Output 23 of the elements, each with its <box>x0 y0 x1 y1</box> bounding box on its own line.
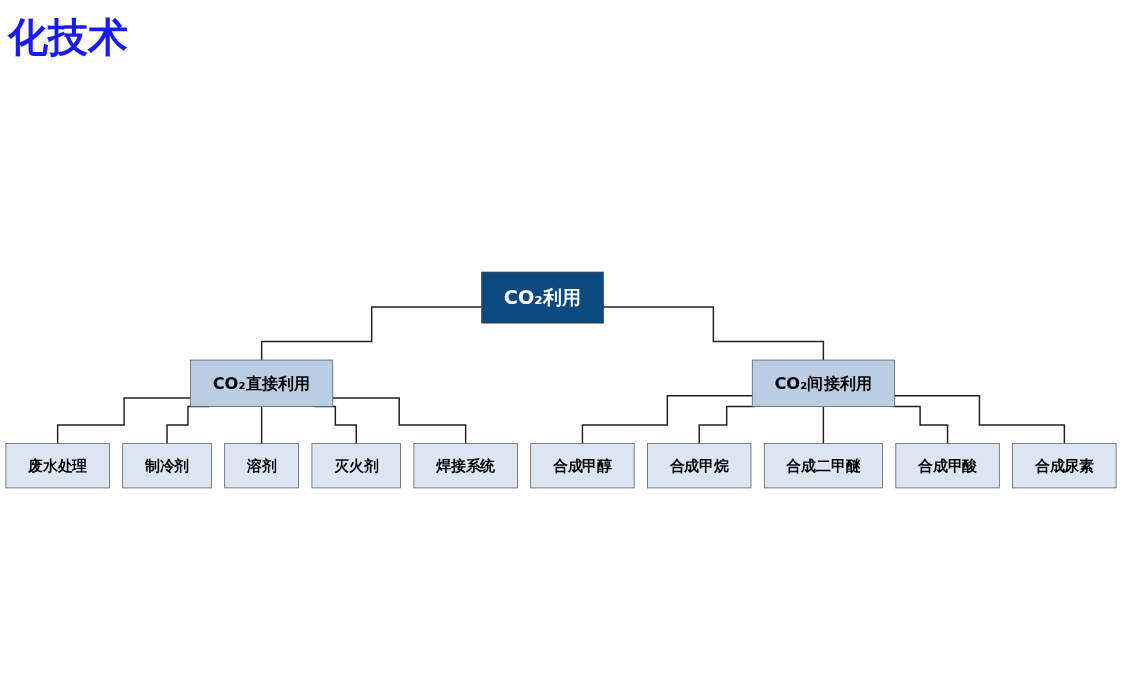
connector <box>698 405 755 445</box>
connector <box>260 306 483 361</box>
node-box: CO₂间接利用 <box>751 359 895 407</box>
node-box: 合成尿素 <box>1012 443 1117 489</box>
connector <box>602 306 825 361</box>
connector <box>332 397 467 445</box>
node-box: 合成甲醇 <box>530 443 635 489</box>
connector <box>581 394 753 445</box>
node-box: 合成甲酸 <box>895 443 1000 489</box>
node-box: 合成甲烷 <box>647 443 752 489</box>
node-box: 溶剂 <box>224 443 299 489</box>
node-box: 废水处理 <box>5 443 110 489</box>
connector <box>893 394 1066 445</box>
node-box: 灭火剂 <box>311 443 401 489</box>
connector <box>56 397 192 445</box>
connector <box>260 405 263 445</box>
node-box: CO₂利用 <box>481 271 604 324</box>
node-box: 合成二甲醚 <box>763 443 883 489</box>
node-box: CO₂直接利用 <box>190 359 334 407</box>
node-box: 制冷剂 <box>122 443 212 489</box>
node-box: 焊接系统 <box>413 443 518 489</box>
title: 化技术 <box>8 13 128 62</box>
connector <box>822 405 825 445</box>
